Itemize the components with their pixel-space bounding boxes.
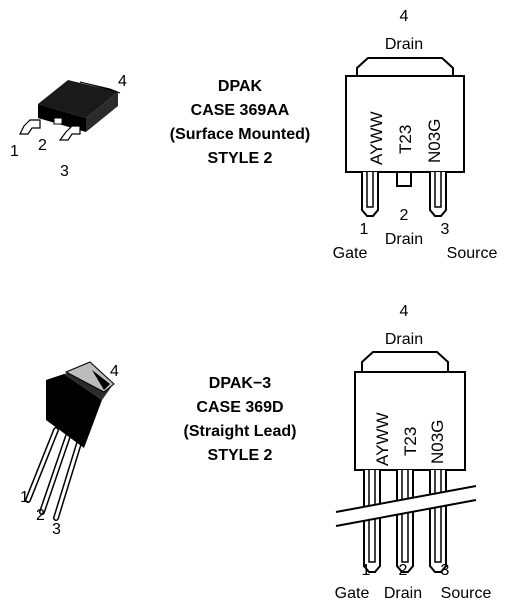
dpak3-mark-line-1: AYWW	[373, 412, 392, 466]
dpak-lead-type: (Surface Mounted)	[170, 126, 310, 143]
dpak3-pin-3-number: 3	[441, 562, 450, 579]
dpak3-mark-line-2: T23	[401, 427, 420, 456]
dpak3-pin-3-name: Source	[441, 585, 492, 602]
dpak3-pin-2-name: Drain	[384, 585, 422, 602]
dpak-photo	[19, 80, 121, 141]
dpak3-style: STYLE 2	[208, 447, 273, 464]
dpak3-tab-name: Drain	[385, 331, 423, 348]
dpak3-pin-2-number: 2	[399, 562, 408, 579]
dpak-marking-diagram: 4 Drain AYWW T23 N03G	[345, 8, 465, 217]
dpak3-photo-pin-2: 2	[36, 507, 45, 524]
dpak-style: STYLE 2	[208, 150, 273, 167]
dpak3-lead-type: (Straight Lead)	[184, 423, 297, 440]
dpak3-photo-pin-3: 3	[52, 521, 61, 538]
dpak3-marking-diagram: 4 Drain AYWW T23 N03G	[335, 303, 477, 573]
dpak-pin-2-name: Drain	[385, 231, 423, 248]
dpak-title: DPAK CASE 369AA (Surface Mounted) STYLE …	[170, 78, 310, 167]
dpak3-case: CASE 369D	[196, 399, 283, 416]
dpak-pin-3-name: Source	[447, 245, 498, 262]
dpak-package: 1 2 3 4 DPAK CASE 369AA (Surface Mounted…	[10, 8, 497, 262]
dpak-photo-pin-3: 3	[60, 163, 69, 180]
dpak3-title: DPAK−3 CASE 369D (Straight Lead) STYLE 2	[184, 375, 297, 464]
dpak3-mark-line-3: N03G	[428, 420, 447, 464]
dpak-name: DPAK	[218, 78, 263, 95]
dpak-case: CASE 369AA	[191, 102, 290, 119]
dpak-tab-number: 4	[400, 8, 409, 25]
dpak3-photo	[25, 361, 115, 521]
dpak-photo-pin-4: 4	[118, 73, 127, 90]
dpak3-pin-1-number: 1	[362, 562, 371, 579]
dpak-photo-pin-1: 1	[10, 143, 19, 160]
dpak3-photo-pin-4: 4	[110, 363, 119, 380]
dpak3-photo-pin-1: 1	[20, 489, 29, 506]
dpak-pin-1-number: 1	[360, 221, 369, 238]
dpak-pin-2-number: 2	[400, 207, 409, 224]
dpak3-package: 1 2 3 4 DPAK−3 CASE 369D (Straight Lead)…	[20, 303, 491, 602]
dpak-tab-name: Drain	[385, 36, 423, 53]
dpak-pin-1-name: Gate	[333, 245, 368, 262]
dpak-mark-line-2: T23	[396, 125, 415, 154]
dpak-mark-line-1: AYWW	[367, 111, 386, 165]
dpak-photo-pin-2: 2	[38, 137, 47, 154]
dpak3-tab-number: 4	[400, 303, 409, 320]
dpak3-name: DPAK−3	[209, 375, 271, 392]
dpak-mark-line-3: N03G	[425, 119, 444, 163]
dpak-pin-3-number: 3	[441, 221, 450, 238]
dpak3-pin-1-name: Gate	[335, 585, 370, 602]
